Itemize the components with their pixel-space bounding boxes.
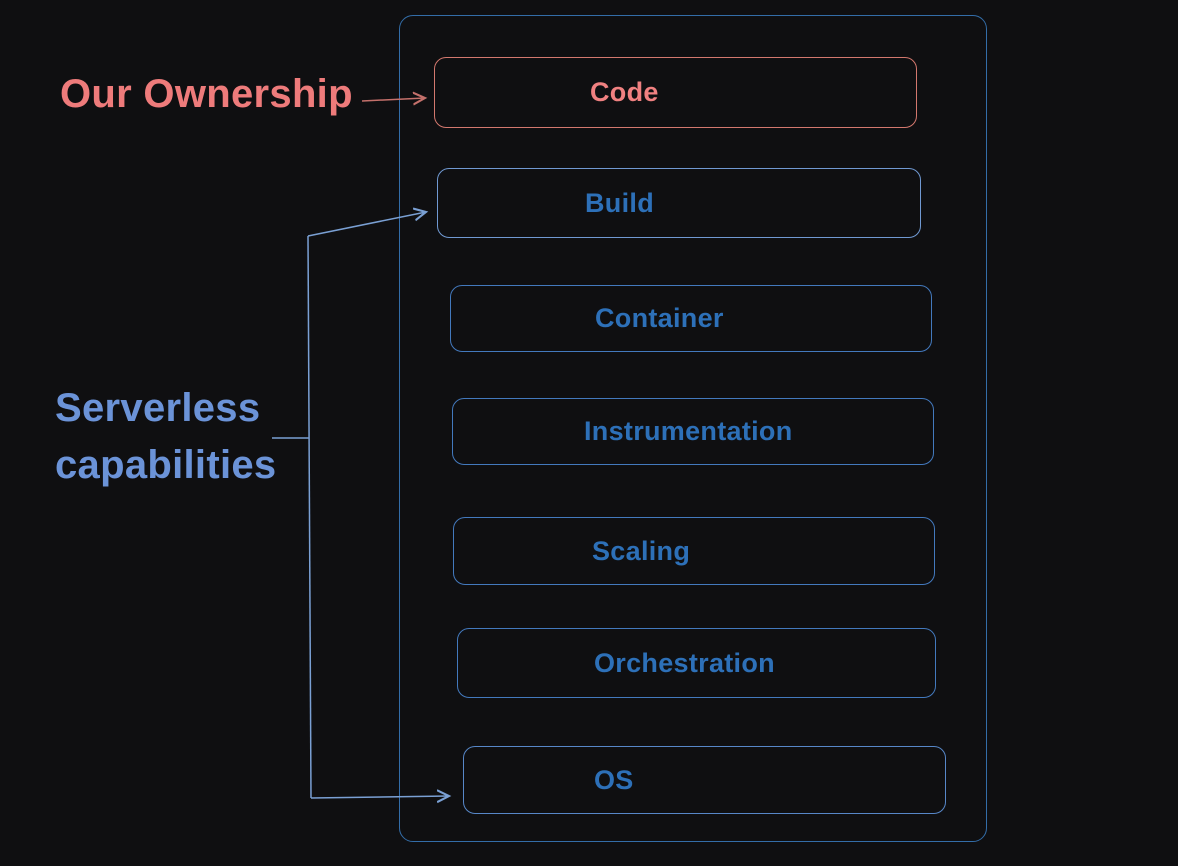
layer-box-build: Build — [437, 168, 921, 238]
layer-box-os: OS — [463, 746, 946, 814]
layer-label-os: OS — [594, 764, 634, 795]
layer-box-code: Code — [434, 57, 917, 128]
capabilities-vertical-line — [307, 235, 312, 799]
layer-label-orchestration: Orchestration — [594, 647, 775, 678]
ownership-annotation: Our Ownership — [60, 72, 353, 116]
layer-box-instrumentation: Instrumentation — [452, 398, 934, 465]
layer-label-scaling: Scaling — [592, 535, 691, 566]
layer-label-container: Container — [595, 303, 724, 333]
layer-label-instrumentation: Instrumentation — [584, 416, 793, 446]
layer-label-build: Build — [585, 187, 654, 218]
layer-box-container: Container — [450, 285, 932, 352]
layer-label-code: Code — [590, 77, 659, 107]
capabilities-annotation: Serverless capabilities — [55, 386, 277, 487]
layer-box-scaling: Scaling — [453, 517, 935, 585]
serverless-frame — [399, 15, 987, 842]
layer-box-orchestration: Orchestration — [457, 628, 936, 698]
